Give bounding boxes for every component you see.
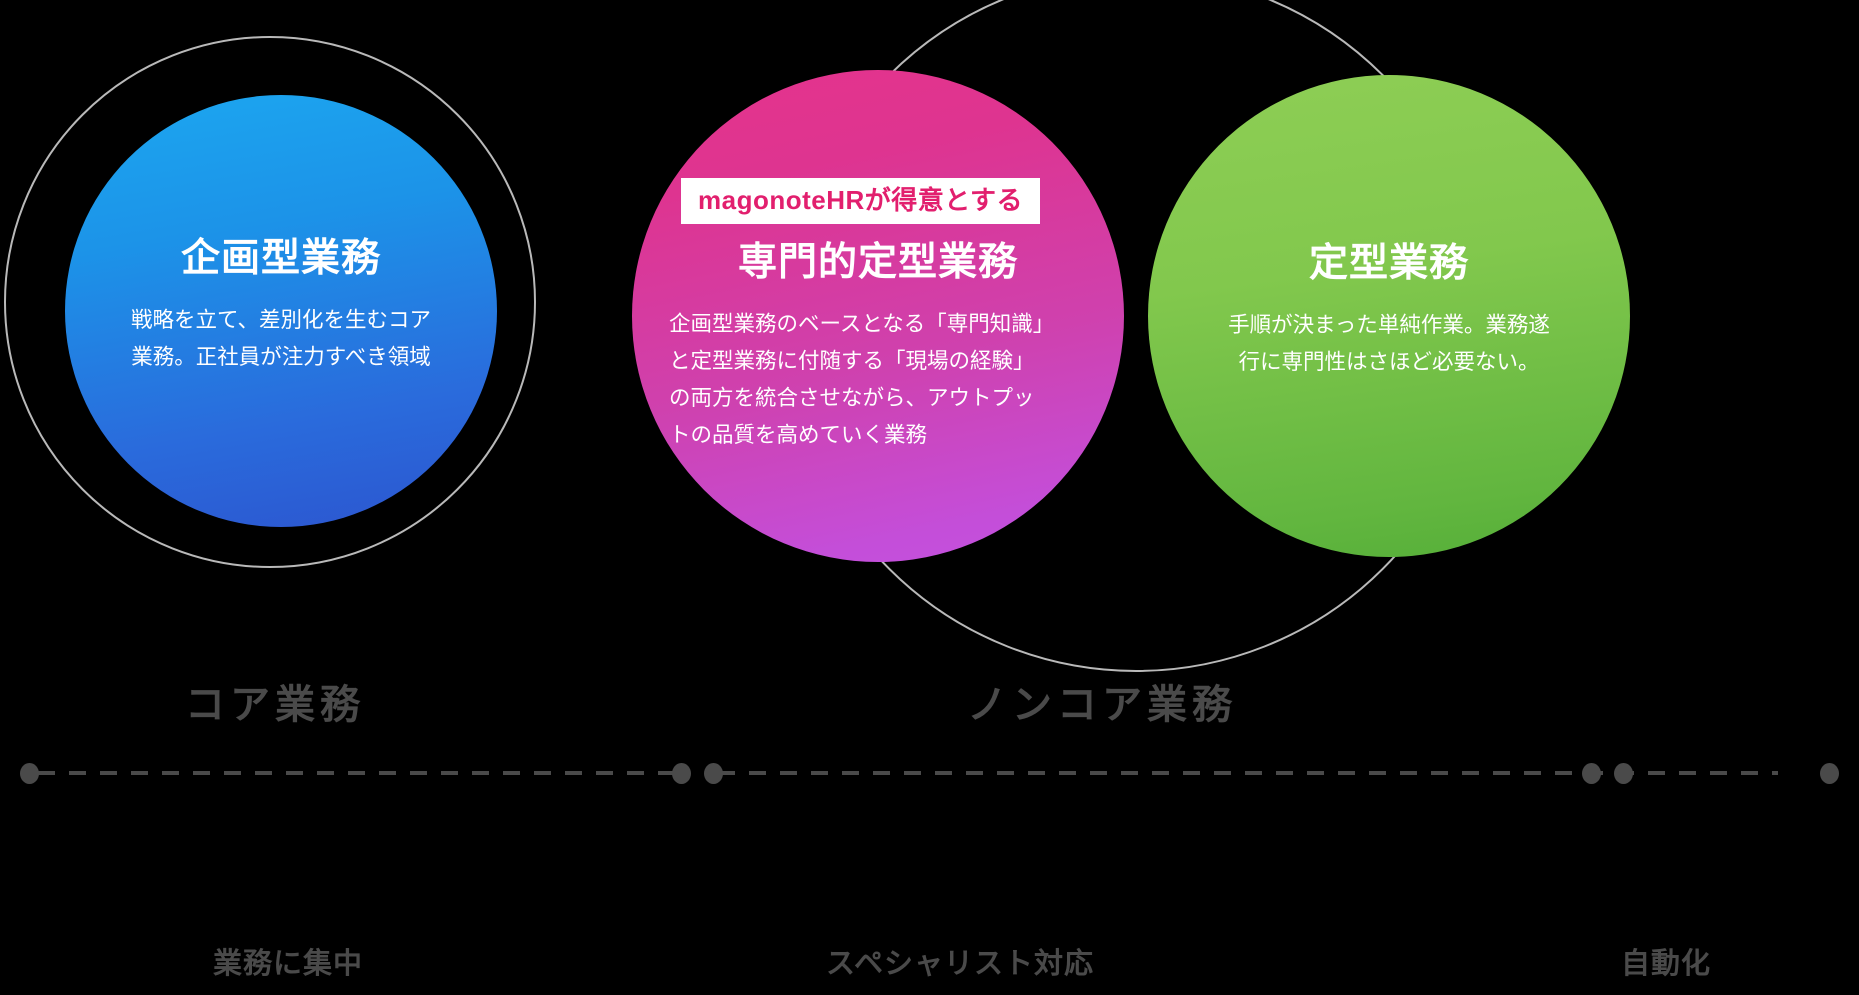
timeline-caption-focus: 業務に集中 [213, 948, 364, 980]
timeline-dot-noncore-start [704, 763, 723, 784]
timeline-dot-start [20, 763, 39, 784]
bubble-planning-body: 戦略を立て、差別化を生むコア 業務。正社員が注力すべき領域 [131, 307, 431, 369]
timeline-dot-core-end [672, 763, 691, 784]
bubble-specialized-body: 企画型業務のベースとなる「専門知識」 と定型業務に付随する「現場の経験」 の両方… [669, 311, 1055, 447]
timeline-dot-automation-start [1614, 763, 1633, 784]
timeline-dot-specialist-end [1582, 763, 1601, 784]
bubble-specialized: 専門的定型業務 企画型業務のベースとなる「専門知識」 と定型業務に付随する「現場… [632, 70, 1124, 562]
bubble-routine-title: 定型業務 [1308, 242, 1469, 285]
bubble-planning: 企画型業務 戦略を立て、差別化を生むコア 業務。正社員が注力すべき領域 [65, 95, 497, 527]
timeline-dashed-segment-left [38, 771, 678, 775]
bubble-planning-title: 企画型業務 [180, 237, 381, 280]
timeline-dashed-segment-right [718, 771, 1778, 775]
timeline-caption-specialist: スペシャリスト対応 [826, 948, 1094, 980]
section-label-core: コア業務 [185, 683, 365, 727]
bubble-routine-body: 手順が決まった単純作業。業務遂 行に専門性はさほど必要ない。 [1228, 312, 1550, 374]
timeline-dot-end [1820, 763, 1839, 784]
magonotehr-badge: magonoteHRが得意とする [681, 178, 1040, 224]
timeline-axis [0, 755, 1859, 791]
timeline-caption-automation: 自動化 [1621, 948, 1712, 980]
core-outline-ring [4, 36, 536, 568]
bubble-routine: 定型業務 手順が決まった単純作業。業務遂 行に専門性はさほど必要ない。 [1148, 75, 1630, 557]
bubble-specialized-title: 専門的定型業務 [737, 241, 1018, 284]
section-label-noncore: ノンコア業務 [967, 683, 1237, 727]
